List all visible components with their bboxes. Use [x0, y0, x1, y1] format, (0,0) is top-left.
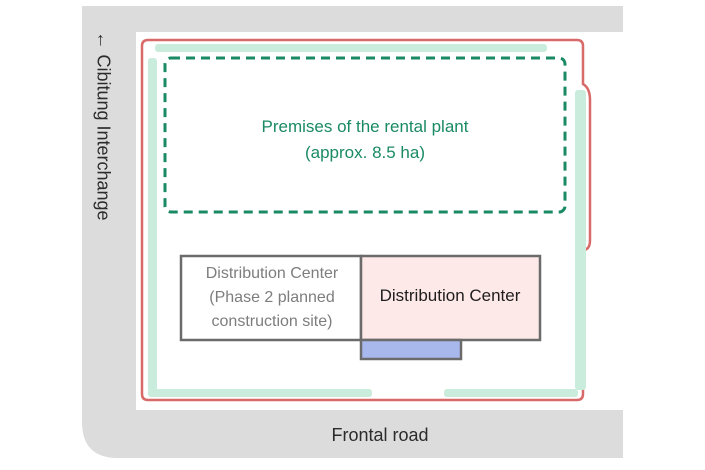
phase2-line-1: Distribution Center [205, 265, 339, 282]
interchange-text: Cibitung Interchange [93, 54, 114, 221]
premises-label: Premises of the rental plant (approx. 8.… [165, 114, 565, 166]
interchange-label: ← Cibitung Interchange [93, 31, 114, 220]
loading-dock [359, 338, 463, 361]
frontal-road-label: Frontal road [331, 425, 429, 445]
distribution-center-building [359, 254, 542, 342]
phase2-line-3: construction site) [211, 313, 333, 330]
road [82, 6, 623, 458]
premises-boundary [163, 56, 567, 214]
interchange-arrow-icon: ← [93, 31, 114, 50]
premises-area: (approx. 8.5 ha) [304, 143, 425, 162]
phase2-site [179, 254, 363, 342]
premises-title: Premises of the rental plant [261, 117, 469, 136]
green-buffer [148, 44, 586, 397]
phase2-label: Distribution Center (Phase 2 planned con… [182, 262, 362, 334]
phase2-line-2: (Phase 2 planned [209, 289, 335, 306]
distribution-center-label: Distribution Center [379, 286, 521, 305]
